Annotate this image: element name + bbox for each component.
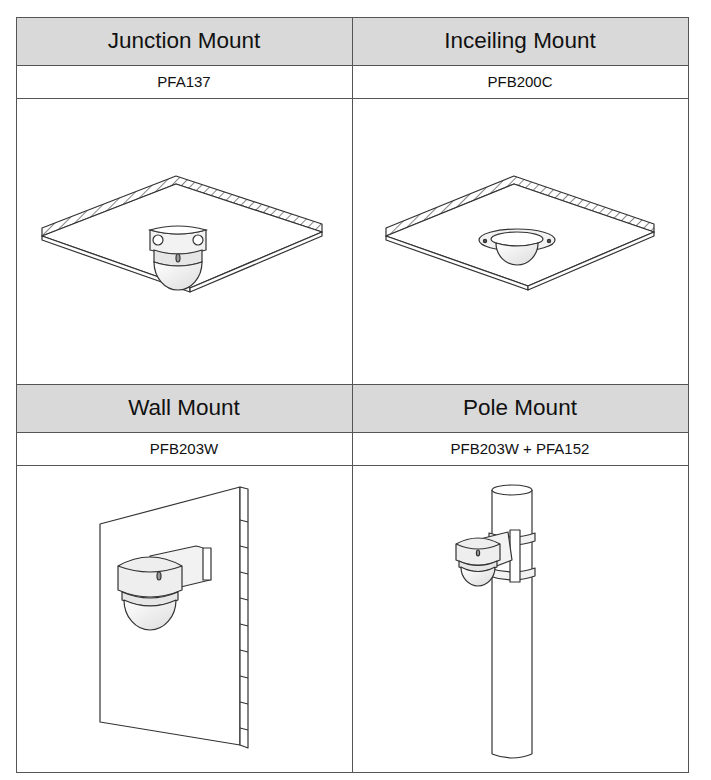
- model-cell: PFA137: [16, 65, 352, 98]
- wall-edge-tick: [240, 728, 248, 730]
- pole: [492, 485, 532, 758]
- wall-edge-tick: [240, 572, 248, 574]
- wall-edge-tick: [240, 676, 248, 678]
- wall-edge-tick: [240, 702, 248, 704]
- header-cell: Inceiling Mount: [352, 17, 688, 65]
- header-cell: Junction Mount: [16, 17, 352, 65]
- table-grid: [16, 17, 689, 773]
- inceiling-camera: [479, 229, 555, 265]
- wall-edge-tick: [240, 598, 248, 600]
- ceiling-slab: [386, 176, 654, 290]
- ceiling-slab: [42, 176, 322, 292]
- header-cell: Pole Mount: [352, 384, 688, 432]
- wall-edge-tick: [240, 546, 248, 548]
- wall-edge-tick: [240, 624, 248, 626]
- wall-edge-tick: [240, 520, 248, 522]
- wall-camera: [118, 546, 211, 630]
- model-cell: PFB203W: [16, 432, 352, 465]
- model-cell: PFB200C: [352, 65, 688, 98]
- model-cell: PFB203W + PFA152: [352, 432, 688, 465]
- junction-camera: [150, 226, 206, 290]
- pole-camera: [456, 530, 535, 586]
- wall-edge-tick: [240, 650, 248, 652]
- wall-panel: [100, 487, 248, 748]
- header-cell: Wall Mount: [16, 384, 352, 432]
